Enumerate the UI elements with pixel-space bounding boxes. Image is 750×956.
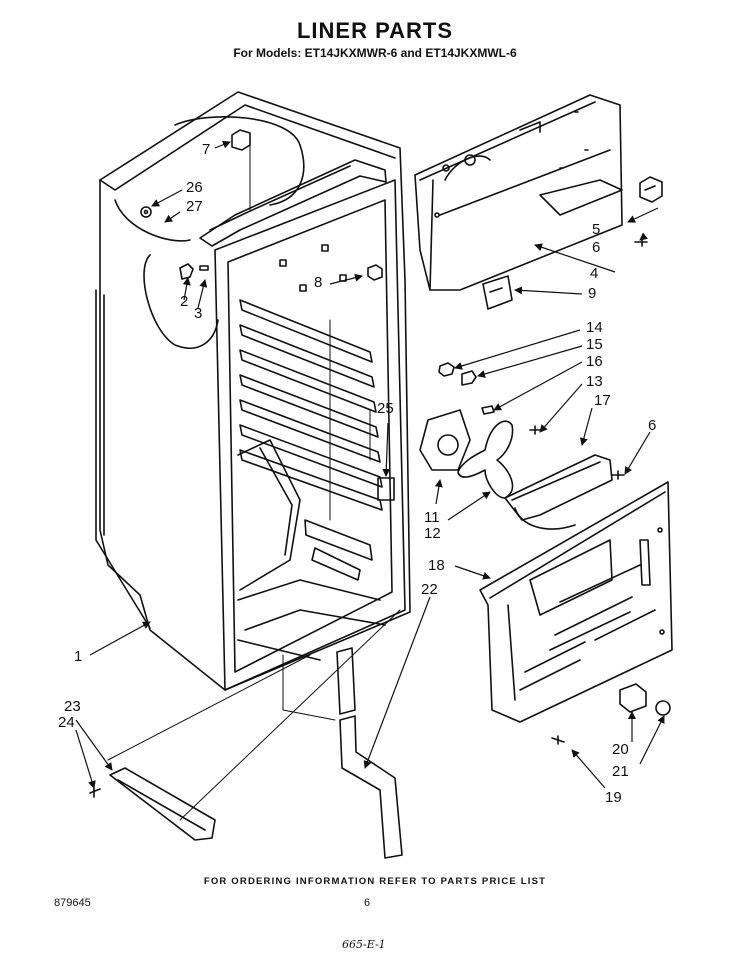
part-label-26: 26 [186,179,203,196]
part-label-16: 16 [586,353,603,370]
document-number: 879645 [54,897,91,909]
handwritten-note: 665-E-1 [342,938,386,951]
part-label-27: 27 [186,198,203,215]
part-label-1: 1 [74,648,82,665]
liner-cabinet [95,91,411,691]
part-label-2: 2 [180,293,188,310]
fan-assembly [419,362,625,530]
part-label-7: 7 [202,141,210,158]
part-label-24: 24 [58,714,75,731]
part-label-20: 20 [612,741,629,758]
page-title: LINER PARTS [296,18,454,43]
part-label-19: 19 [605,789,622,806]
part-label-25: 25 [377,400,394,417]
part-label-14: 14 [586,319,603,336]
part-label-5: 5 [592,221,600,238]
part-label-13: 13 [586,373,603,390]
cover-panel [414,94,623,291]
part-label-12: 12 [424,525,441,542]
part-label-17: 17 [594,392,611,409]
part-label-22: 22 [421,581,438,598]
evaporator-panel [479,481,673,723]
ordering-note: FOR ORDERING INFORMATION REFER TO PARTS … [203,876,547,887]
part-label-6b: 6 [648,417,656,434]
models-subtitle: For Models: ET14JKXMWR-6 and ET14JKXMWL-… [233,46,517,60]
part-label-4: 4 [590,265,598,282]
part-label-9: 9 [588,285,596,302]
part-label-8: 8 [314,274,322,291]
part-label-15: 15 [586,336,603,353]
part-label-3: 3 [194,305,202,322]
page-number: 6 [364,897,371,909]
part-label-18: 18 [428,557,445,574]
part-label-21: 21 [612,763,629,780]
part-label-6a: 6 [592,239,600,256]
part-label-23: 23 [64,698,81,715]
part-label-11: 11 [424,509,440,526]
